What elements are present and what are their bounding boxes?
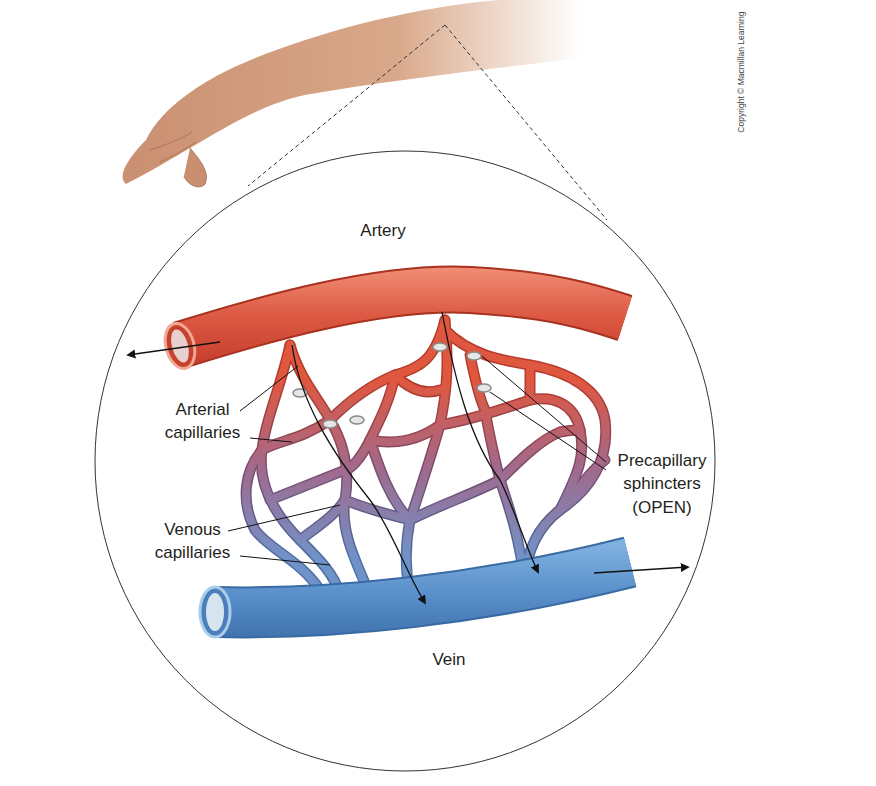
part-label: Artery <box>333 219 433 242</box>
sphincter-rings <box>293 343 491 428</box>
copyright-note: Copyright © Macmillan Learning <box>736 2 746 142</box>
part-label: Venous capillaries <box>140 518 245 565</box>
part-label: Arterial capillaries <box>150 398 255 445</box>
part-label: Precapillary sphincters (OPEN) <box>603 449 721 519</box>
part-label: Vein <box>409 648 489 671</box>
leader-lines <box>228 356 606 565</box>
flow-arrows <box>128 312 688 603</box>
vein-drawing <box>200 562 630 637</box>
artery-drawing <box>161 290 625 372</box>
